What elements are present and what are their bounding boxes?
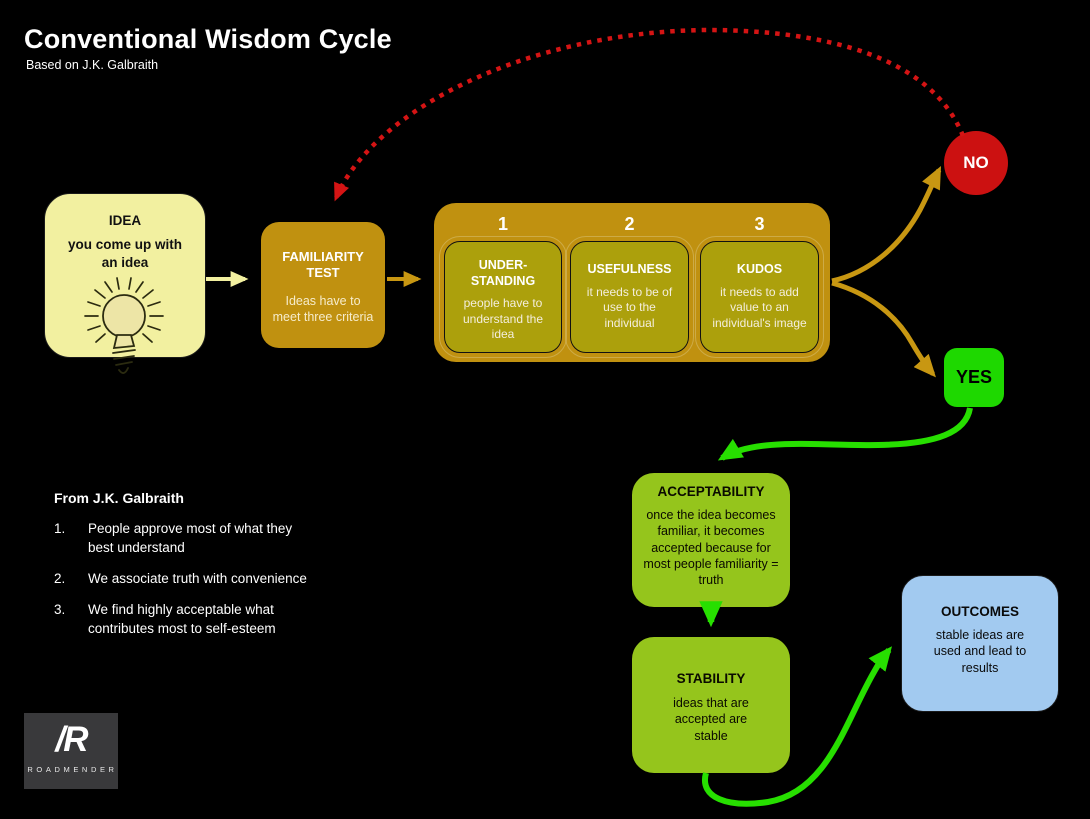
idea-title: IDEA: [108, 213, 142, 228]
kudos-title: KUDOS: [736, 262, 783, 276]
list-item-number: 1.: [54, 521, 66, 536]
familiarity-title: FAMILIARITY TEST: [282, 249, 364, 281]
usefulness-node: USEFULNESS it needs to be of use to the …: [565, 236, 694, 358]
list-item: 1. People approve most of what they best…: [54, 520, 354, 558]
outcomes-title: OUTCOMES: [940, 604, 1019, 619]
kudos-node: KUDOS it needs to add value to an indivi…: [695, 236, 824, 358]
list-item-text: We associate truth with convenience: [88, 570, 307, 586]
stability-body: ideas that are accepted are stable: [673, 696, 749, 743]
familiarity-body: Ideas have to meet three criteria: [272, 293, 374, 324]
notes-block: From J.K. Galbraith 1. People approve mo…: [54, 490, 354, 650]
acceptability-body: once the idea becomes familiar, it becom…: [643, 508, 779, 587]
list-item: 3. We find highly acceptable what contri…: [54, 601, 354, 639]
understanding-node: UNDER- STANDING people have to understan…: [439, 236, 567, 358]
page-subtitle: Based on J.K. Galbraith: [26, 58, 159, 72]
usefulness-title: USEFULNESS: [587, 262, 672, 276]
page-title: Conventional Wisdom Cycle: [24, 24, 392, 54]
arrow-yes-to-acceptability: [717, 407, 973, 461]
arrow-criteria-to-no: [831, 165, 942, 284]
criterion-number-3: 3: [754, 214, 765, 234]
stability-node: STABILITY ideas that are accepted are st…: [632, 637, 790, 773]
understanding-title: UNDER- STANDING: [470, 258, 536, 288]
roadmender-logo-mark: /R: [55, 720, 89, 759]
outcomes-node: OUTCOMES stable ideas are used and lead …: [901, 575, 1059, 712]
idea-body: you come up with an idea: [67, 237, 182, 270]
list-item-text: People approve most of what they best un…: [88, 521, 293, 555]
arrow-criteria-to-yes: [831, 280, 936, 378]
criterion-number-1: 1: [497, 214, 508, 234]
stability-title: STABILITY: [676, 671, 746, 686]
yes-node: YES: [944, 348, 1004, 407]
roadmender-logo: /R ROADMENDER: [24, 713, 118, 789]
idea-node: IDEA you come up with an idea: [44, 193, 206, 358]
list-item-number: 2.: [54, 570, 66, 586]
roadmender-logo-word: ROADMENDER: [27, 765, 118, 774]
list-item: 2. We associate truth with convenience: [54, 570, 354, 589]
understanding-body: people have to understand the idea: [462, 296, 544, 342]
outcomes-body: stable ideas are used and lead to result…: [933, 628, 1027, 675]
list-item-number: 3.: [54, 601, 66, 617]
familiarity-test-node: FAMILIARITY TEST Ideas have to meet thre…: [261, 222, 385, 348]
arrow-no-to-familiarity-dotted: [333, 27, 966, 202]
criterion-number-2: 2: [624, 214, 635, 234]
list-item-text: We find highly acceptable what contribut…: [88, 601, 276, 636]
acceptability-title: ACCEPTABILITY: [657, 484, 765, 499]
no-node: NO: [944, 131, 1008, 195]
kudos-body: it needs to add value to an individual's…: [712, 284, 807, 330]
acceptability-node: ACCEPTABILITY once the idea becomes fami…: [632, 473, 790, 607]
notes-heading: From J.K. Galbraith: [54, 490, 184, 506]
usefulness-body: it needs to be of use to the individual: [586, 284, 673, 330]
